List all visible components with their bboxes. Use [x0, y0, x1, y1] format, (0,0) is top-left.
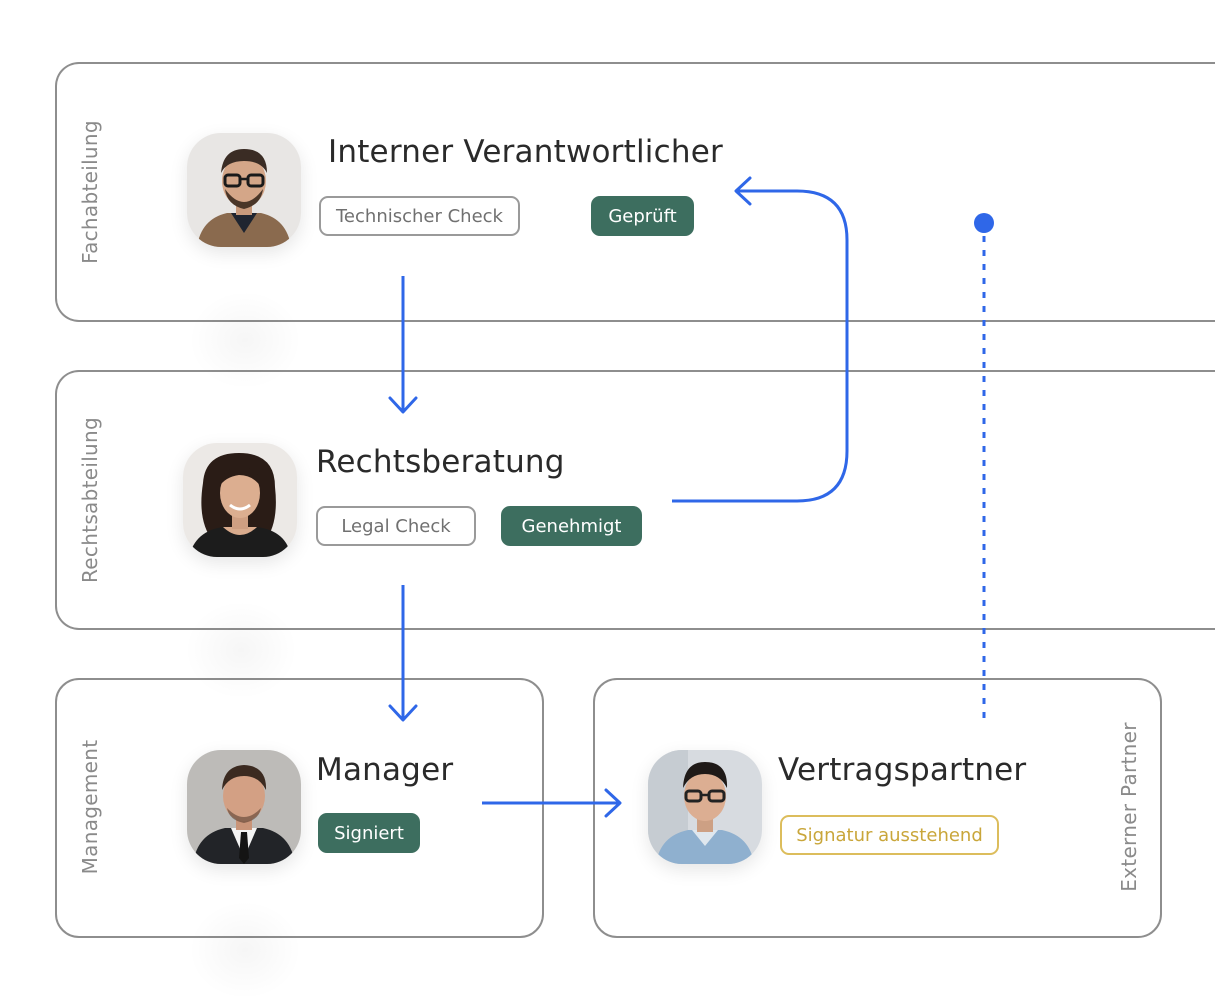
status-badge-signiert: Signiert: [318, 813, 420, 853]
node-title-interner-verantwortlicher: Interner Verantwortlicher: [328, 134, 723, 170]
avatar-interner-verantwortlicher: [187, 133, 301, 247]
lane-fachabteilung: [55, 62, 1215, 322]
tag-legal-check: Legal Check: [316, 506, 476, 546]
lane-rechtsabteilung: [55, 370, 1215, 630]
avatar-manager: [187, 750, 301, 864]
lane-label-rechtsabteilung: Rechtsabteilung: [78, 417, 102, 583]
lane-label-management: Management: [78, 739, 102, 875]
tag-technischer-check: Technischer Check: [319, 196, 520, 236]
avatar-shadow: [184, 600, 298, 700]
lane-label-fachabteilung: Fachabteilung: [78, 120, 102, 264]
avatar-vertragspartner: [648, 750, 762, 864]
lane-label-externer-partner: Externer Partner: [1117, 722, 1141, 892]
avatar-shadow: [188, 900, 302, 1000]
person-avatar-suit-icon: [187, 750, 301, 864]
status-badge-genehmigt: Genehmigt: [501, 506, 642, 546]
node-title-vertragspartner: Vertragspartner: [778, 752, 1027, 788]
lane-externer-partner: [593, 678, 1162, 938]
status-badge-geprueft: Geprüft: [591, 196, 694, 236]
person-avatar-woman-icon: [183, 443, 297, 557]
status-badge-signatur-ausstehend: Signatur ausstehend: [780, 815, 999, 855]
avatar-shadow: [188, 290, 302, 390]
person-avatar-glasses-icon: [648, 750, 762, 864]
node-title-manager: Manager: [316, 752, 454, 788]
lane-management: [55, 678, 544, 938]
node-title-rechtsberatung: Rechtsberatung: [316, 444, 565, 480]
avatar-rechtsberatung: [183, 443, 297, 557]
person-avatar-glasses-icon: [187, 133, 301, 247]
